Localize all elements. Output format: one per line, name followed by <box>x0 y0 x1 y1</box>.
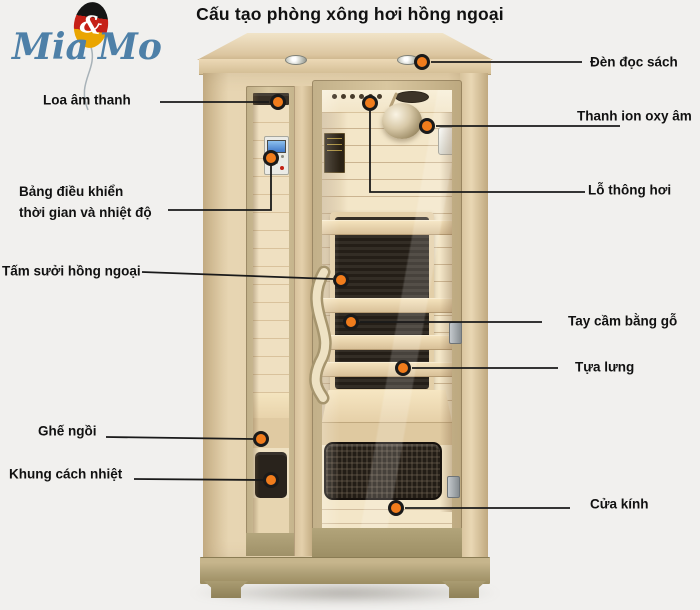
lcd-display <box>267 140 286 153</box>
air-vent-hole <box>350 94 355 99</box>
label-seat: Ghế ngồi <box>38 423 97 439</box>
cabin-base <box>200 557 490 584</box>
label-insulation-frame: Khung cách nhiệt <box>9 466 123 482</box>
backrest-rail <box>322 362 452 377</box>
logo-word-mo: Mo <box>98 26 162 68</box>
brand-logo: & Mia Mo <box>0 0 170 120</box>
label-control-panel-line2: thời gian và nhiệt độ <box>19 205 152 220</box>
air-vent-hole <box>341 94 346 99</box>
interior-ceiling <box>322 90 452 113</box>
label-speaker: Loa âm thanh <box>43 92 131 108</box>
window-corner-shade <box>253 93 259 541</box>
control-button <box>269 161 272 164</box>
ceiling-oval-vent <box>395 91 429 103</box>
control-button <box>281 155 284 158</box>
glass-door-bottom-rail <box>312 528 462 558</box>
label-wooden-handle: Tay cầm bằng gỗ <box>568 313 678 329</box>
cabin-foot-right <box>442 581 486 598</box>
label-control-panel-line1: Bảng điều khiển <box>19 184 124 199</box>
control-button <box>269 155 272 158</box>
sauna-roof-crown <box>197 33 493 60</box>
center-mullion <box>294 86 314 556</box>
door-hinge <box>447 476 460 498</box>
bench-seat-front <box>322 422 452 445</box>
control-button <box>275 155 278 158</box>
air-vent-hole <box>368 94 373 99</box>
label-air-vent: Lỗ thông hơi <box>588 182 672 198</box>
side-window-glass <box>253 93 289 541</box>
control-button <box>275 161 278 164</box>
control-panel <box>264 136 289 175</box>
air-vent-hole <box>359 94 364 99</box>
cabin-right-stile <box>460 73 488 560</box>
air-vent-hole <box>332 94 337 99</box>
door-hinge <box>449 322 462 344</box>
label-control-panel: Bảng điều khiển thời gian và nhiệt độ <box>19 181 152 223</box>
floor-heater-grille <box>324 442 442 500</box>
bench-seat-top <box>322 390 452 422</box>
wooden-door-handle <box>309 265 332 405</box>
label-glass-door: Cửa kính <box>590 496 649 512</box>
diagram-title: Cấu tạo phòng xông hơi hồng ngoại <box>196 4 504 24</box>
power-button <box>280 166 284 170</box>
label-backrest: Tựa lưng <box>575 359 635 375</box>
balloon-string <box>83 46 94 111</box>
roof-led-light-left <box>285 55 307 65</box>
guard-rail <box>322 220 452 235</box>
dome-lamp <box>382 103 422 139</box>
interior-right-wall <box>440 112 452 512</box>
certificate-plaque <box>324 133 345 173</box>
air-vent-hole <box>377 94 382 99</box>
roof-led-light-right <box>397 55 419 65</box>
logo-word-mia: Mia <box>12 26 89 68</box>
label-ion-bar: Thanh ion oxy âm <box>577 108 692 124</box>
label-heating-panel: Tấm sưởi hồng ngoại <box>2 263 141 279</box>
guard-rail <box>322 298 452 313</box>
cabin-foot-left <box>204 581 248 598</box>
side-window-bottom-rail <box>246 533 296 556</box>
insulated-heater-left-view <box>255 452 287 498</box>
backrest-rail <box>322 335 452 350</box>
label-reading-lamp: Đèn đọc sách <box>590 54 678 70</box>
